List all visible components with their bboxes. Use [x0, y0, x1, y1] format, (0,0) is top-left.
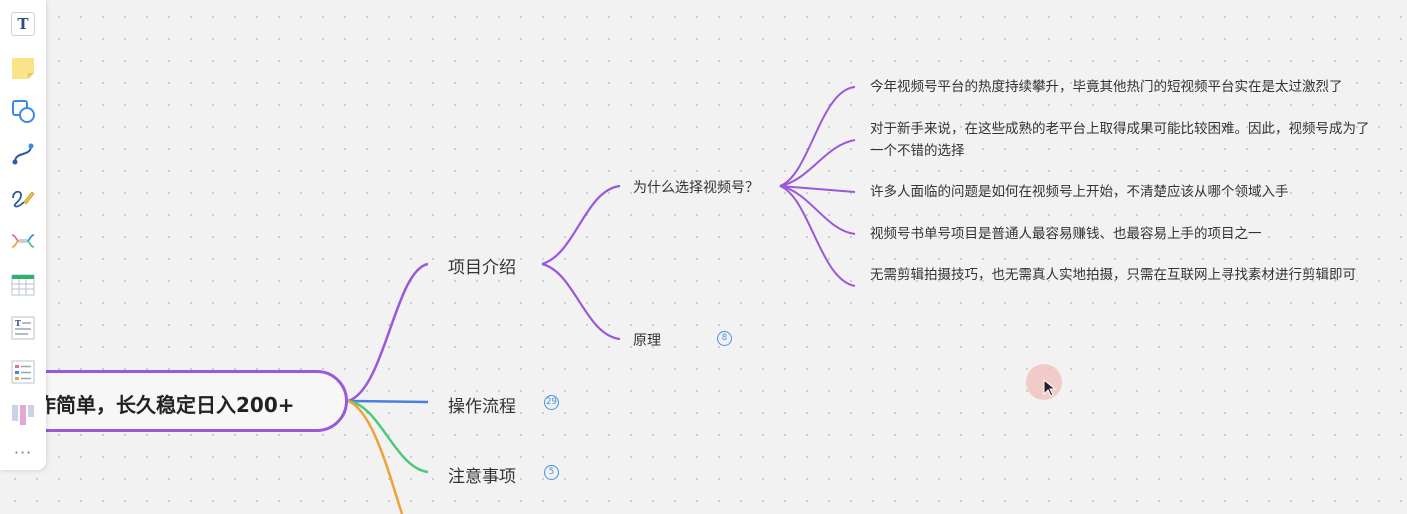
more-tools-button[interactable]: ··· — [9, 438, 37, 466]
mindmap-icon — [11, 234, 35, 248]
mindmap-tool[interactable] — [9, 227, 37, 255]
list-template-tool[interactable] — [9, 358, 37, 386]
table-icon — [11, 274, 35, 296]
root-node[interactable] — [0, 370, 348, 432]
notes-count-badge[interactable]: 5 — [544, 465, 559, 480]
operation-count-badge[interactable]: 29 — [544, 395, 559, 410]
node-why-shipinhao[interactable]: 为什么选择视频号？ — [633, 180, 759, 196]
svg-text:T: T — [15, 318, 21, 328]
connector-intro-to-why — [541, 184, 621, 266]
connector-why-leaf-3 — [779, 185, 856, 193]
root-node-label: 创作简单，长久稳定日入200+ — [16, 393, 295, 417]
connector-root-to-operation — [347, 399, 429, 404]
connector-root-to-notes — [347, 399, 429, 474]
shape-icon — [12, 100, 35, 123]
leaf-node-2[interactable]: 对于新手来说，在这些成熟的老平台上取得成果可能比较困难。因此，视频号成为了一个不… — [870, 121, 1370, 159]
sticky-note-icon — [12, 58, 34, 79]
connector-root-to-fourth-branch — [347, 399, 404, 514]
leaf-node-4[interactable]: 视频号书单号项目是普通人最容易赚钱、也最容易上手的项目之一 — [870, 226, 1262, 242]
node-project-intro[interactable]: 项目介绍 — [448, 258, 516, 278]
connector-tool[interactable] — [9, 140, 37, 168]
kanban-tool[interactable] — [9, 401, 37, 429]
text-tool[interactable]: T — [9, 10, 37, 38]
connector-root-to-project-intro — [347, 262, 429, 403]
text-block-tool[interactable]: T — [9, 314, 37, 342]
cursor-arrow-icon — [1043, 379, 1057, 397]
kanban-icon — [12, 405, 34, 425]
table-tool[interactable] — [9, 271, 37, 299]
sticky-note-tool[interactable] — [9, 54, 37, 82]
shape-tool[interactable] — [9, 97, 37, 125]
pen-tool[interactable] — [9, 183, 37, 211]
leaf-node-3[interactable]: 许多人面临的问题是如何在视频号上开始，不清楚应该从哪个领域入手 — [870, 184, 1289, 200]
left-toolbar: T — [0, 0, 46, 470]
connector-intro-to-principle — [541, 262, 621, 341]
pen-icon — [12, 190, 35, 208]
connector-why-leaf-1 — [779, 86, 856, 187]
principle-count-badge[interactable]: 8 — [717, 331, 732, 346]
more-icon: ··· — [13, 442, 33, 462]
node-principle[interactable]: 原理 — [633, 333, 661, 349]
connector-why-leaf-4 — [779, 185, 856, 235]
text-icon: T — [11, 12, 35, 36]
connector-why-leaf-5 — [779, 185, 856, 287]
connector-icon — [12, 143, 34, 165]
text-block-icon: T — [11, 316, 35, 340]
leaf-node-5[interactable]: 无需剪辑拍摄技巧，也无需真人实地拍摄，只需在互联网上寻找素材进行剪辑即可 — [870, 267, 1356, 283]
connector-why-leaf-2 — [779, 139, 856, 187]
leaf-node-1[interactable]: 今年视频号平台的热度持续攀升，毕竟其他热门的短视频平台实在是太过激烈了 — [870, 79, 1343, 95]
node-notes[interactable]: 注意事项 — [448, 467, 516, 487]
list-template-icon — [11, 360, 35, 384]
node-operation-process[interactable]: 操作流程 — [448, 397, 516, 417]
